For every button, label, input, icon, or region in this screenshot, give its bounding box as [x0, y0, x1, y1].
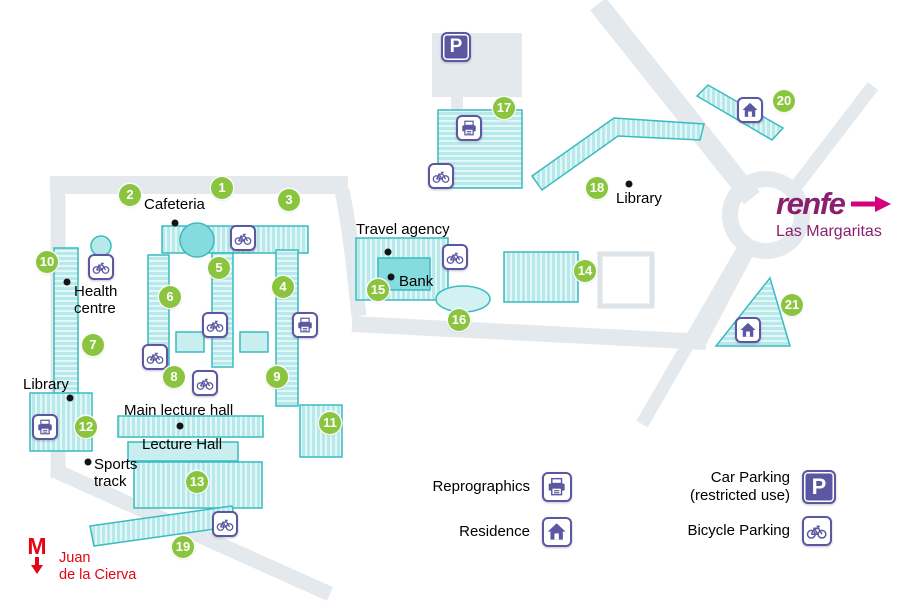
bicycle-icon [202, 312, 228, 338]
metro-logo: M [24, 533, 50, 584]
metro-station-name: Juan de la Cierva [59, 550, 137, 584]
legend-label-bicycle-parking: Bicycle Parking [687, 522, 790, 540]
map-marker-16: 16 [448, 309, 470, 331]
building-14 [503, 251, 579, 303]
map-marker-19: 19 [172, 536, 194, 558]
renfe-station-block: renfe Las Margaritas [776, 186, 892, 241]
building-connector-1 [175, 331, 205, 353]
bicycle-icon [88, 254, 114, 280]
map-label-library: Library [616, 190, 662, 207]
car-parking-icon: P [802, 469, 836, 504]
map-dot [84, 458, 92, 466]
map-marker-8: 8 [163, 366, 185, 388]
metro-arrow-down-icon [31, 557, 43, 574]
renfe-arrow-icon [851, 195, 892, 212]
metro-m-logo: M [27, 533, 47, 559]
printer-icon [32, 414, 58, 440]
map-label-travel-agency: Travel agency [356, 221, 450, 238]
map-label-bank: Bank [399, 273, 434, 290]
map-label-cafeteria: Cafeteria [144, 196, 205, 213]
building-library-north [530, 117, 705, 192]
map-marker-6: 6 [159, 286, 181, 308]
map-dot [625, 180, 633, 188]
map-dot [387, 273, 395, 281]
map-marker-9: 9 [266, 366, 288, 388]
building-21-residence [714, 276, 792, 347]
plaza-outline [597, 251, 655, 309]
legend-row-reprographics: Reprographics [340, 472, 572, 502]
map-marker-11: 11 [319, 412, 341, 434]
map-label-main-lecture-hall: Main lecture hall [124, 402, 234, 419]
map-dot [63, 278, 71, 286]
printer-icon [456, 115, 482, 141]
map-dot [171, 219, 179, 227]
map-marker-12: 12 [75, 416, 97, 438]
map-dot [66, 394, 74, 402]
map-marker-20: 20 [773, 90, 795, 112]
map-label-health-centre: Health centre [74, 283, 118, 317]
map-marker-18: 18 [586, 177, 608, 199]
renfe-station-name: Las Margaritas [776, 223, 882, 240]
map-label-lecture-hall: Lecture Hall [142, 436, 223, 453]
map-marker-7: 7 [82, 334, 104, 356]
building-lecture-hall [127, 441, 239, 462]
house-icon [735, 317, 761, 343]
printer-icon [292, 312, 318, 338]
metro-station-block: M Juan de la Cierva [24, 533, 137, 584]
map-marker-5: 5 [208, 257, 230, 279]
bicycle-icon [428, 163, 454, 189]
map-label-sports-track: Sports track [94, 456, 138, 490]
building-cafeteria-dome [179, 222, 215, 258]
map-marker-13: 13 [186, 471, 208, 493]
parking-icon: P [441, 32, 471, 62]
bicycle-icon [442, 244, 468, 270]
house-icon [737, 97, 763, 123]
bicycle-icon [212, 511, 238, 537]
bicycle-icon [192, 370, 218, 396]
map-marker-15: 15 [367, 279, 389, 301]
bicycle-icon [802, 516, 832, 546]
map-marker-21: 21 [781, 294, 803, 316]
map-marker-4: 4 [272, 276, 294, 298]
map-marker-2: 2 [119, 184, 141, 206]
legend-label-car-parking: Car Parking (restricted use) [689, 469, 790, 504]
building-5 [211, 252, 234, 368]
legend-label-reprographics: Reprographics [432, 478, 530, 496]
renfe-logo: renfe [776, 186, 846, 221]
building-connector-2 [239, 331, 269, 353]
map-marker-14: 14 [574, 260, 596, 282]
map-marker-10: 10 [36, 251, 58, 273]
legend-row-bicycle-parking: Bicycle Parking [600, 516, 832, 546]
legend-label-residence: Residence [459, 523, 530, 541]
bicycle-icon [230, 225, 256, 251]
printer-icon [542, 472, 572, 502]
map-marker-17: 17 [493, 97, 515, 119]
bicycle-icon [142, 344, 168, 370]
legend-row-residence: Residence [340, 517, 572, 547]
map-label-library: Library [23, 376, 69, 393]
house-icon [542, 517, 572, 547]
map-marker-1: 1 [211, 177, 233, 199]
legend-row-car-parking: Car Parking (restricted use) P [600, 469, 836, 504]
map-marker-3: 3 [278, 189, 300, 211]
roads [50, 0, 879, 601]
building-main-lecture-hall [117, 415, 264, 438]
map-dot [176, 422, 184, 430]
map-dot [384, 248, 392, 256]
